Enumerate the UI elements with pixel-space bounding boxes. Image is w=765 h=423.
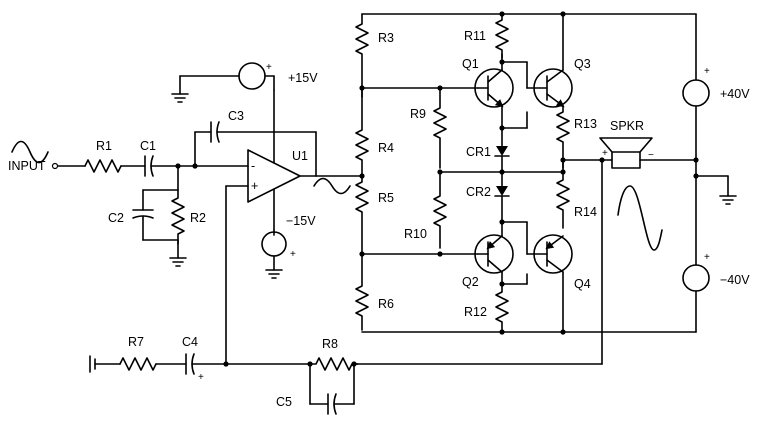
- svg-text:+: +: [198, 372, 204, 383]
- transistor-q1: Q1: [462, 57, 514, 108]
- r12-label: R12: [464, 305, 487, 319]
- input-terminal: [51, 162, 59, 170]
- resistor-r2: R2: [171, 189, 206, 245]
- svg-text:+: +: [704, 66, 710, 77]
- r7-label: R7: [128, 335, 144, 349]
- r10-label: R10: [404, 227, 427, 241]
- r3-label: R3: [378, 31, 394, 45]
- transistor-q2: Q2: [462, 234, 514, 289]
- resistor-r8: R8: [309, 337, 359, 371]
- resistor-r12: R12: [464, 283, 509, 333]
- diode-cr2: CR2: [466, 171, 510, 223]
- transistor-q3: Q3: [526, 57, 591, 108]
- capacitor-c2: C2: [108, 189, 154, 241]
- supply-plus15: + +15V: [171, 62, 318, 103]
- opamp-u1: - + U1: [247, 149, 308, 203]
- plus40-label: +40V: [720, 87, 750, 101]
- r6-label: R6: [378, 297, 394, 311]
- r1-label: R1: [96, 139, 112, 153]
- resistor-r11: R11: [464, 13, 509, 59]
- c4-label: C4: [182, 335, 198, 349]
- ground-symbol: [169, 257, 187, 267]
- resistor-r14: R14: [556, 171, 597, 229]
- diode-cr1: CR1: [466, 127, 510, 173]
- r2-label: R2: [190, 211, 206, 225]
- svg-text:+: +: [704, 252, 710, 263]
- svg-text:+: +: [290, 249, 296, 260]
- input-sine-icon: [11, 140, 49, 164]
- junction: [437, 251, 443, 257]
- transistor-q4: Q4: [526, 234, 591, 291]
- resistor-r4: R4: [355, 87, 394, 175]
- svg-text:−: −: [648, 150, 654, 161]
- resistor-r1: R1: [84, 139, 122, 173]
- u1-label: U1: [292, 149, 308, 163]
- resistor-r5: R5: [355, 175, 394, 255]
- c5-label: C5: [276, 395, 292, 409]
- r13-label: R13: [574, 117, 597, 131]
- ground-symbol: [719, 195, 737, 205]
- resistor-r7: R7: [119, 335, 157, 371]
- opamp-plus-sign: +: [251, 179, 258, 193]
- opamp-minus-sign: -: [251, 159, 255, 173]
- capacitor-c1: C1: [140, 139, 156, 177]
- capacitor-c3: C3: [210, 109, 244, 143]
- r14-label: R14: [574, 205, 597, 219]
- svg-text:+: +: [602, 148, 608, 159]
- svg-text:+: +: [266, 62, 272, 73]
- resistor-r6: R6: [355, 253, 394, 331]
- junction: [693, 157, 699, 163]
- r4-label: R4: [378, 141, 394, 155]
- q2-label: Q2: [462, 275, 479, 289]
- q3-label: Q3: [574, 57, 591, 71]
- r5-label: R5: [378, 191, 394, 205]
- plus15-label: +15V: [288, 71, 318, 85]
- output-sine-icon: [313, 177, 351, 195]
- minus40-label: −40V: [720, 273, 750, 287]
- supply-minus15: + −15V: [261, 214, 316, 279]
- minus15-label: −15V: [286, 214, 316, 228]
- cr1-label: CR1: [466, 145, 491, 159]
- junction: [223, 361, 229, 367]
- resistor-r3: R3: [355, 13, 394, 98]
- c1-label: C1: [140, 139, 156, 153]
- cr2-label: CR2: [466, 185, 491, 199]
- spkr-label: SPKR: [610, 119, 644, 133]
- input-section: INPUT: [8, 140, 86, 173]
- c2-label: C2: [108, 211, 124, 225]
- q1-label: Q1: [462, 57, 479, 71]
- capacitor-c5: C5: [276, 393, 355, 415]
- q4-label: Q4: [574, 277, 591, 291]
- r11-label: R11: [464, 29, 486, 43]
- input-label: INPUT: [8, 159, 46, 173]
- r9-label: R9: [410, 107, 426, 121]
- c3-label: C3: [228, 109, 244, 123]
- r8-label: R8: [322, 337, 338, 351]
- resistor-r13: R13: [556, 105, 597, 169]
- supply-minus40: + −40V: [682, 252, 750, 292]
- supply-plus40: + +40V: [682, 66, 750, 107]
- resistor-r9: R9: [410, 87, 447, 169]
- capacitor-c4: + C4: [182, 335, 204, 383]
- resistor-r10: R10: [404, 171, 447, 249]
- junction: [693, 173, 699, 179]
- speaker-output-sine-icon: [617, 185, 663, 251]
